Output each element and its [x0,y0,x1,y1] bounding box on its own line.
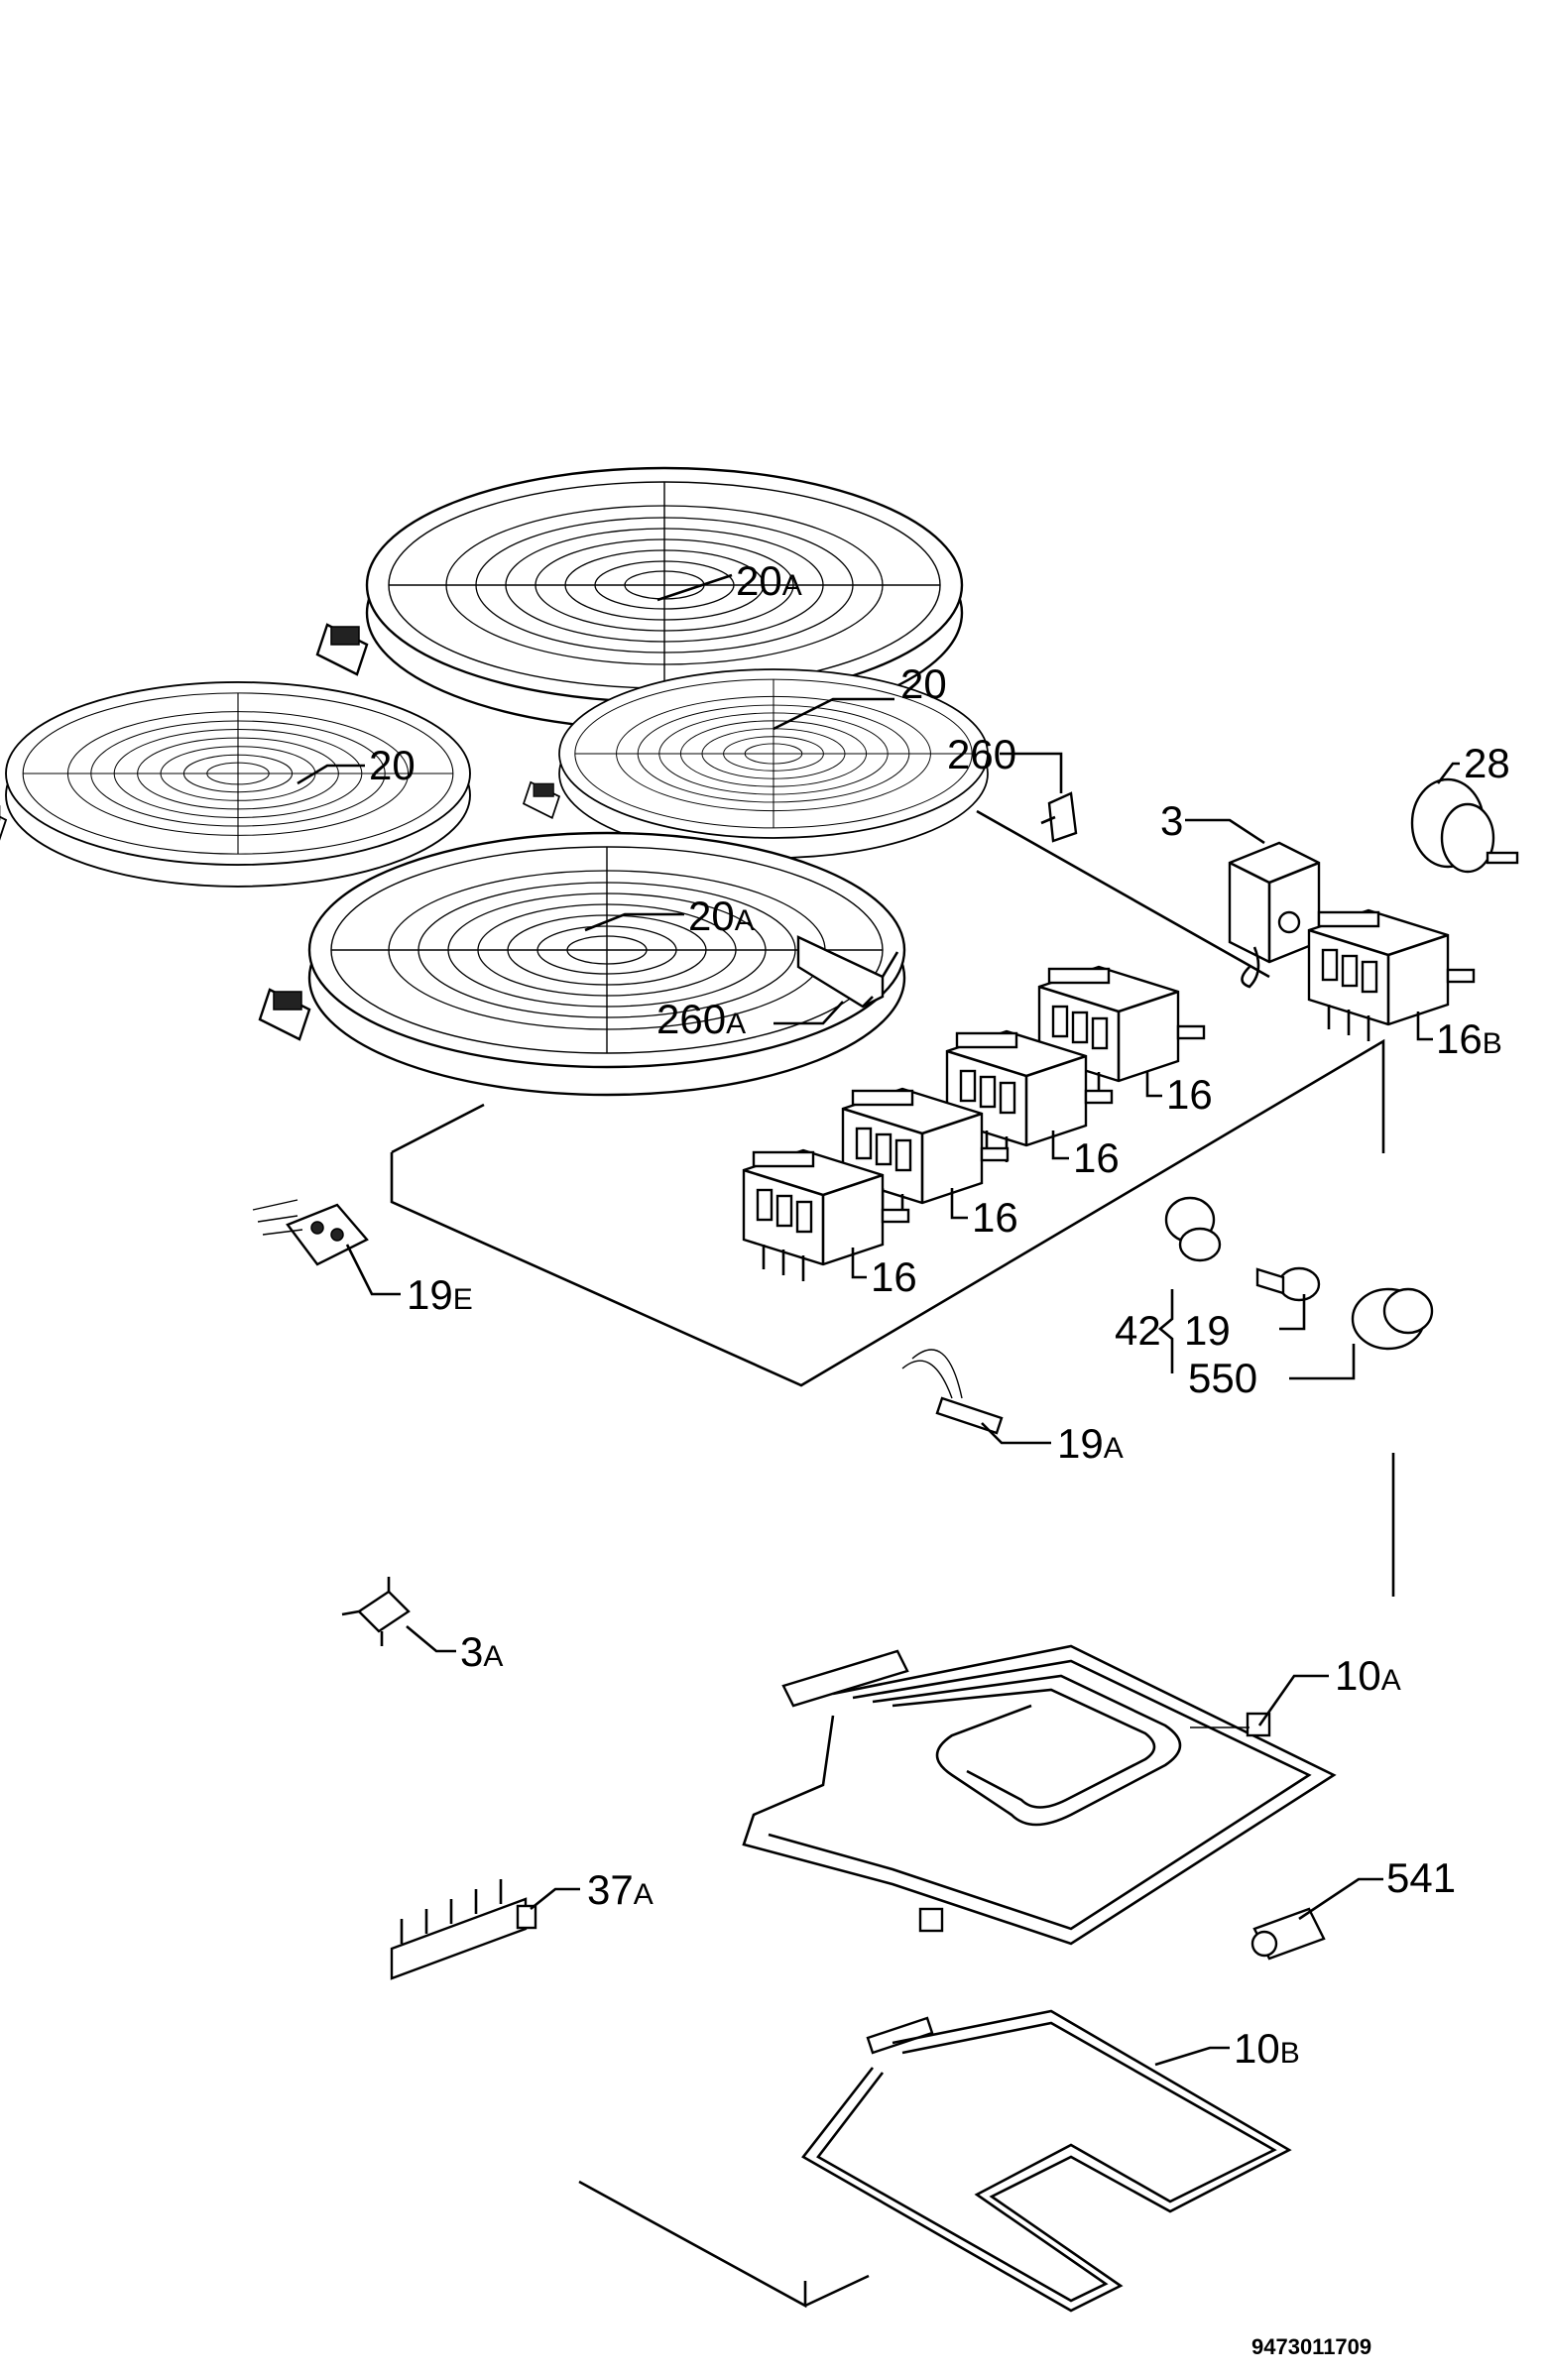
brace-42 [1157,1289,1174,1373]
label-10b: 10B [1234,2025,1300,2072]
label-20a-top: 20A [736,557,802,604]
label-3a: 3A [460,1628,503,1675]
label-260a: 260A [656,996,746,1042]
thermostat-3 [976,809,1321,989]
label-19: 19 [1184,1307,1231,1354]
bulb-19 [1255,1266,1321,1302]
bottom-element-10b [801,2009,1292,2313]
reference-frame [390,1038,1395,2309]
sensor-19a [901,1349,1004,1435]
label-20-left: 20 [369,742,416,788]
label-16-2: 16 [1073,1134,1120,1181]
label-260: 260 [947,731,1016,777]
lamp-cover-550 [1351,1287,1434,1351]
grill-element-10a [742,1644,1337,1946]
label-16b: 16B [1436,1015,1502,1062]
leader-lines [297,573,1460,2067]
label-19a: 19A [1057,1420,1124,1467]
label-37a: 37A [587,1866,654,1913]
terminal-strip-37a [390,1879,537,1980]
label-3: 3 [1160,797,1183,844]
label-28: 28 [1464,740,1510,786]
drawing-code: 9473011709 [1251,2334,1371,2359]
label-10a: 10A [1335,1652,1401,1699]
label-20-right: 20 [900,660,947,707]
label-16-4: 16 [871,1253,917,1300]
label-541: 541 [1386,1854,1456,1901]
terminal-19e [252,1199,369,1266]
label-16-1: 16 [1166,1071,1213,1118]
clip-260 [1040,791,1078,843]
knob-28 [1410,777,1519,874]
label-20a-bottom: 20A [688,892,755,939]
hinge-541 [1250,1907,1326,1961]
bracket-260a [796,935,899,1009]
cutout-3a [341,1577,411,1646]
lamp-holder-42 [1164,1196,1222,1262]
label-550: 550 [1188,1355,1257,1401]
label-19e: 19E [407,1271,473,1318]
label-16-3: 16 [972,1194,1018,1241]
label-42: 42 [1115,1307,1161,1354]
